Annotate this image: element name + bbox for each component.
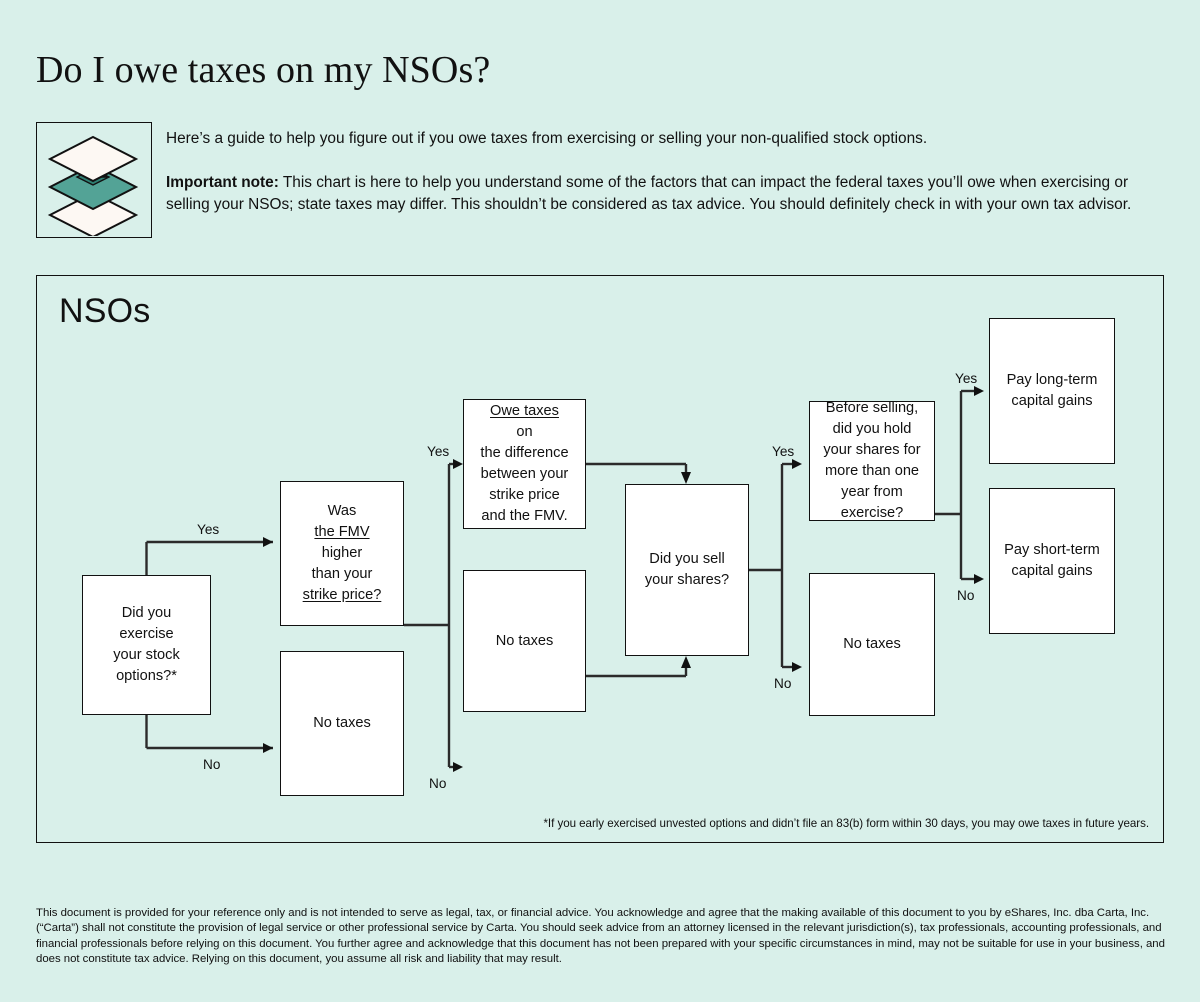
node-line: No taxes	[313, 715, 371, 731]
node-line: exercise	[119, 626, 174, 642]
panel-title: NSOs	[59, 292, 151, 330]
node-text-frag: Was	[327, 503, 357, 519]
node-line: capital gains	[1011, 393, 1093, 409]
node-line: exercise?	[840, 505, 904, 521]
node-line: Before selling,	[825, 400, 919, 416]
node-line: year from	[841, 484, 903, 500]
flowchart-panel: NSOs	[36, 275, 1164, 843]
edge-label-yes-fmv: Yes	[427, 444, 450, 459]
flow-connectors	[145, 386, 984, 772]
node-line: higher	[321, 545, 363, 561]
node-line: between your	[480, 466, 569, 482]
edge-label-no-fmv: No	[429, 776, 447, 791]
node-line: strike price	[489, 487, 560, 503]
node-no-taxes-not-exercised[interactable]: No taxes	[280, 651, 404, 796]
node-text-underlined: Owe taxes	[490, 403, 559, 419]
node-line: your stock	[113, 647, 180, 663]
node-line: than your	[311, 566, 373, 582]
edge-label-no-sold: No	[774, 676, 792, 691]
flowchart: Did you exercise your stock options?* Wa…	[37, 276, 1165, 844]
node-line: No taxes	[843, 636, 901, 652]
chart-footnote: *If you early exercised unvested options…	[543, 817, 1149, 830]
node-text-underlined: the FMV	[314, 524, 370, 540]
node-owe-taxes-difference[interactable]: Owe taxes on the difference between your…	[463, 399, 586, 529]
node-line: capital gains	[1011, 563, 1093, 579]
important-note: Important note: This chart is here to he…	[166, 172, 1144, 217]
edge-label-no-held: No	[957, 588, 975, 603]
node-line: Did you sell	[649, 551, 725, 567]
node-was-fmv-higher[interactable]: Was the FMV higher than your strike pric…	[280, 481, 404, 626]
important-note-label: Important note:	[166, 173, 279, 191]
legal-disclaimer: This document is provided for your refer…	[36, 907, 1165, 966]
node-line: and the FMV.	[481, 508, 568, 524]
node-line: Pay long-term	[1006, 372, 1098, 388]
edge-label-no-exercise: No	[203, 757, 221, 772]
node-text-underlined: strike price?	[302, 587, 382, 603]
edge-label-yes-sold: Yes	[772, 444, 795, 459]
important-note-body: This chart is here to help you understan…	[166, 173, 1132, 214]
intro-text: Here’s a guide to help you figure out if…	[166, 128, 1144, 217]
node-no-taxes-fmv-lower[interactable]: No taxes	[463, 570, 586, 712]
stacked-layers-icon	[36, 122, 152, 238]
node-line: No taxes	[495, 632, 554, 649]
node-text-frag: on	[516, 424, 533, 440]
node-line: Pay short-term	[1004, 542, 1100, 558]
node-line: your shares for	[823, 442, 921, 458]
node-line: Did you	[121, 605, 172, 621]
node-did-you-sell[interactable]: Did you sell your shares?	[625, 484, 749, 656]
node-pay-short-term-capital-gains[interactable]: Pay short-term capital gains	[989, 488, 1115, 634]
node-did-you-exercise[interactable]: Did you exercise your stock options?*	[82, 575, 211, 715]
node-line: did you hold	[832, 421, 912, 437]
node-no-taxes-not-sold[interactable]: No taxes	[809, 573, 935, 716]
page-title: Do I owe taxes on my NSOs?	[36, 49, 491, 91]
edge-label-yes-held: Yes	[955, 371, 978, 386]
node-line: Owe taxes on	[480, 401, 568, 443]
intro-paragraph: Here’s a guide to help you figure out if…	[166, 130, 928, 147]
node-line: Was the FMV	[303, 501, 382, 543]
node-line: your shares?	[644, 572, 730, 588]
node-line: options?*	[116, 668, 177, 684]
node-line: the difference	[480, 445, 569, 461]
node-held-more-than-one-year[interactable]: Before selling, did you hold your shares…	[809, 400, 935, 521]
edge-label-yes-exercise: Yes	[197, 522, 220, 537]
node-line: more than one	[824, 463, 920, 479]
node-pay-long-term-capital-gains[interactable]: Pay long-term capital gains	[989, 318, 1115, 464]
